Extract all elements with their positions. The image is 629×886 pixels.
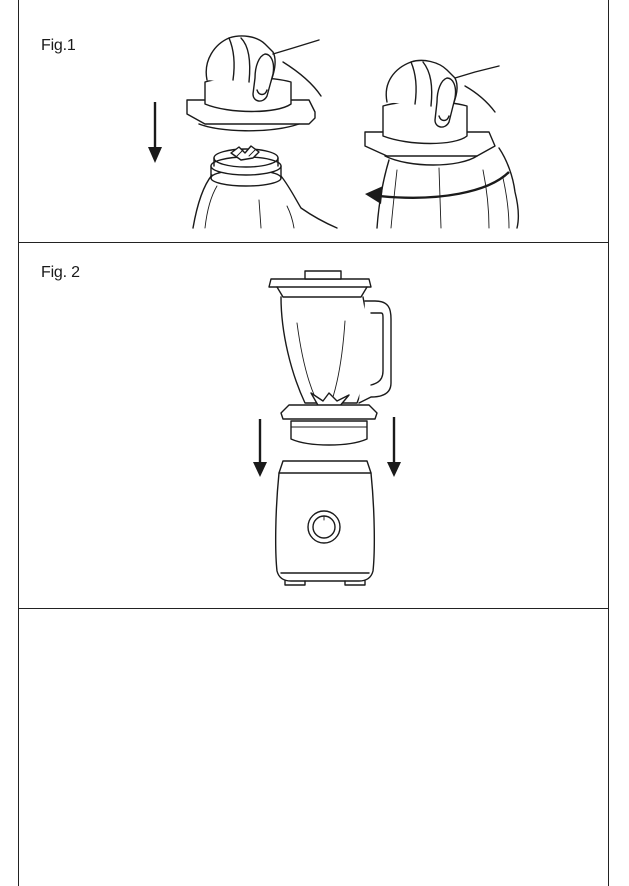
divider-2 <box>18 608 609 609</box>
figure-1-illustration <box>148 35 520 229</box>
figure-2-illustration <box>253 270 401 586</box>
figure-1-label: Fig.1 <box>41 37 76 54</box>
down-arrow-left-icon <box>253 419 267 477</box>
down-arrow-right-icon <box>387 417 401 477</box>
jar-lid <box>268 270 372 298</box>
speed-control-knob-icon <box>307 510 341 544</box>
jar-body-left <box>192 145 338 229</box>
figure-1-panel: Fig.1 <box>19 0 608 242</box>
empty-panel <box>19 609 608 886</box>
base-plate-with-hand-left <box>186 35 322 132</box>
figure-2-panel: Fig. 2 <box>19 243 608 608</box>
rotate-counterclockwise-arrow-icon <box>365 171 510 204</box>
base-plate-with-hand-right <box>364 59 500 166</box>
blade-assembly-icon <box>230 145 260 161</box>
down-arrow-icon <box>148 102 162 163</box>
page-frame <box>18 0 609 886</box>
divider-1 <box>18 242 609 243</box>
blender-jar <box>280 296 392 446</box>
motor-base <box>274 460 376 586</box>
figure-2-label: Fig. 2 <box>41 264 80 281</box>
jar-body-right <box>376 147 520 229</box>
